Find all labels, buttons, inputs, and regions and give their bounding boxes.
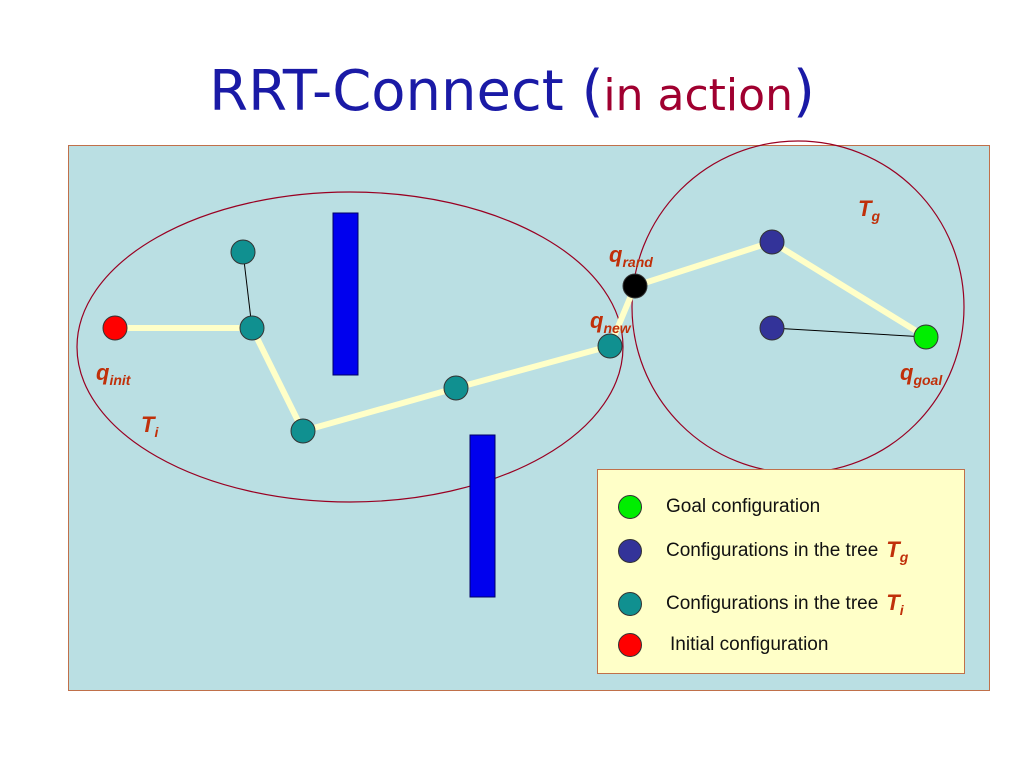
label-sub: new: [603, 320, 631, 336]
legend-tree-label: Tg: [886, 537, 908, 565]
node-tree-i: [290, 418, 316, 444]
legend-tree-base: T: [886, 590, 900, 615]
thin-edge: [771, 327, 927, 338]
path-edge: [300, 385, 459, 434]
node-tree-g: [759, 315, 785, 341]
label-q-new: qnew: [590, 308, 631, 336]
legend-text: Goal configuration: [666, 496, 821, 517]
legend-text: Configurations in the tree: [666, 593, 879, 614]
label-sub: rand: [622, 254, 653, 270]
label-base: q: [609, 242, 623, 267]
legend-tree-base: T: [886, 537, 900, 562]
legend-text: Initial configuration: [670, 634, 829, 655]
legend-item-tree-g: Configurations in the tree Tg: [618, 536, 908, 566]
legend-text: Configurations in the tree: [666, 540, 879, 561]
legend-tree-sub: g: [899, 549, 909, 565]
title-close-paren: ): [792, 59, 815, 124]
title-open-paren: (: [581, 59, 604, 124]
label-base: T: [141, 412, 155, 437]
title-main: RRT-Connect: [209, 59, 564, 124]
goal-dot-icon: [618, 495, 642, 519]
thin-edge: [242, 251, 253, 329]
node-tree-i: [230, 239, 256, 265]
label-sub: goal: [913, 372, 943, 388]
label-t-i: Ti: [141, 412, 158, 440]
label-sub: g: [871, 208, 881, 224]
node-q-init: [102, 315, 128, 341]
legend-tree-sub: i: [899, 602, 904, 618]
legend: Goal configuration Configurations in the…: [597, 469, 965, 674]
path-edge: [249, 325, 306, 434]
path-edge: [769, 239, 929, 340]
label-base: T: [858, 196, 872, 221]
path-edge: [453, 343, 613, 391]
legend-item-goal: Goal configuration: [618, 492, 820, 522]
node-q-rand: [622, 273, 648, 299]
tree-g-dot-icon: [618, 539, 642, 563]
node-q-goal: [913, 324, 939, 350]
title-sub: in action: [603, 70, 793, 121]
label-base: q: [96, 360, 110, 385]
node-tree-i: [239, 315, 265, 341]
page-title: RRT-Connect (in action): [0, 52, 1024, 136]
obstacle-upper: [332, 212, 359, 376]
legend-item-tree-i: Configurations in the tree Ti: [618, 589, 904, 619]
tree-g-region: [631, 140, 965, 474]
tree-i-region: [76, 191, 624, 503]
label-base: q: [590, 308, 604, 333]
tree-i-dot-icon: [618, 592, 642, 616]
label-q-rand: qrand: [609, 242, 653, 270]
label-sub: init: [109, 372, 131, 388]
obstacle-lower: [469, 434, 496, 598]
node-tree-i: [443, 375, 469, 401]
label-sub: i: [154, 424, 159, 440]
init-dot-icon: [618, 633, 642, 657]
label-q-goal: qgoal: [900, 360, 942, 388]
node-tree-g: [759, 229, 785, 255]
label-t-g: Tg: [858, 196, 880, 224]
node-q-new: [597, 333, 623, 359]
label-base: q: [900, 360, 914, 385]
label-q-init: qinit: [96, 360, 130, 388]
legend-tree-label: Ti: [886, 590, 903, 618]
path-edges: [112, 239, 929, 434]
path-edge: [632, 239, 775, 289]
legend-item-init: Initial configuration: [618, 630, 828, 660]
